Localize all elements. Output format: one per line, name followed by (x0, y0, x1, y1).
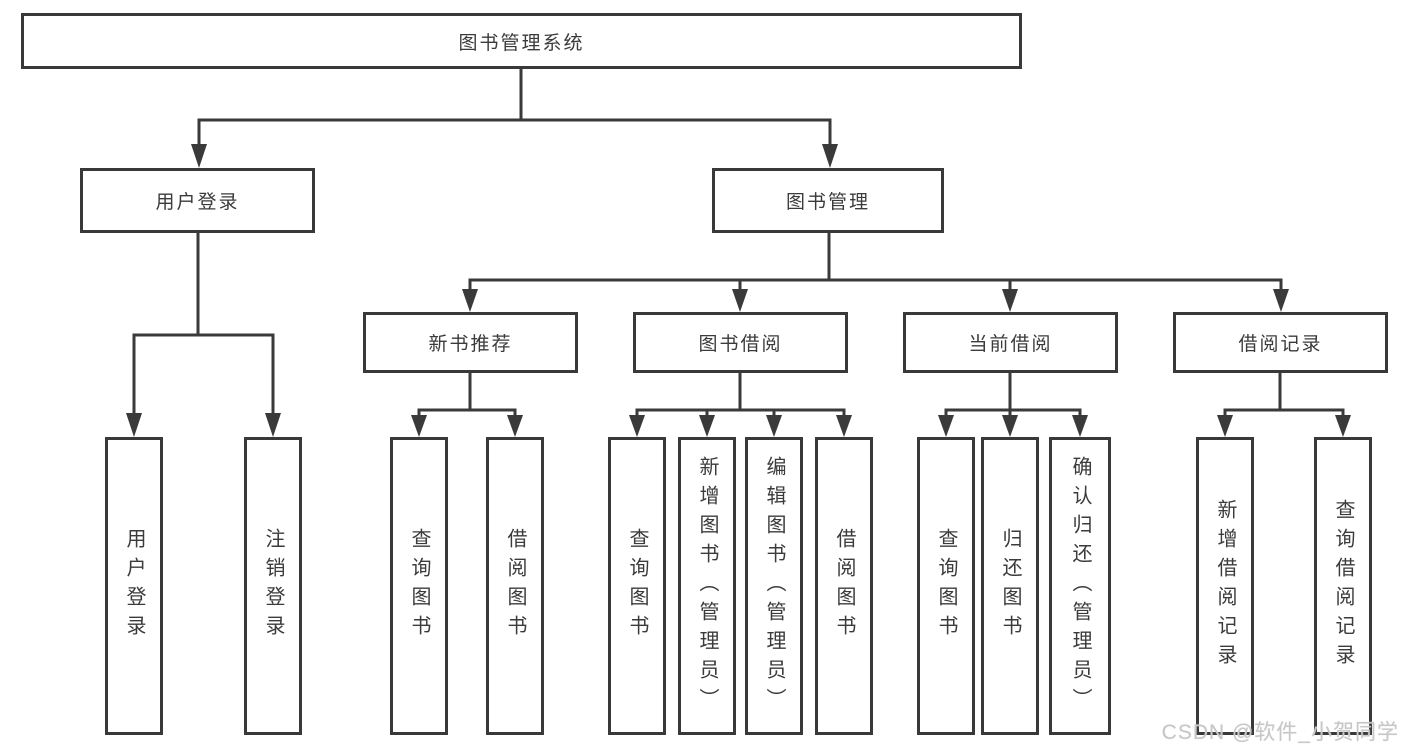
node-leaf-edit-book: 编辑图书（管理员） (745, 437, 803, 735)
csdn-watermark: CSDN @软件_小贺同学 (1161, 721, 1399, 744)
connector-user-login-children (126, 231, 281, 437)
node-label: 图书管理 (785, 192, 870, 213)
node-label: 确认归还（管理员） (1069, 455, 1091, 717)
node-label: 查询图书 (408, 528, 430, 644)
node-leaf-query-borrow-record: 查询借阅记录 (1314, 437, 1372, 735)
node-new-book-recommend: 新书推荐 (363, 312, 578, 373)
node-book-borrow: 图书借阅 (633, 312, 848, 373)
node-book-management: 图书管理 (712, 168, 944, 233)
node-label: 图书借阅 (698, 334, 783, 355)
node-leaf-user-login: 用户登录 (105, 437, 163, 735)
node-label: 归还图书 (999, 528, 1021, 644)
node-label: 查询图书 (626, 528, 648, 644)
node-label: 查询图书 (935, 528, 957, 644)
node-current-borrow: 当前借阅 (903, 312, 1118, 373)
node-label: 编辑图书（管理员） (763, 455, 785, 717)
node-leaf-query-book-1: 查询图书 (390, 437, 448, 735)
node-label: 借阅图书 (504, 528, 526, 644)
node-leaf-add-borrow-record: 新增借阅记录 (1196, 437, 1254, 735)
node-borrow-records: 借阅记录 (1173, 312, 1388, 373)
node-label: 图书管理系统 (458, 32, 585, 54)
node-leaf-confirm-return: 确认归还（管理员） (1049, 437, 1111, 735)
node-leaf-query-book-3: 查询图书 (917, 437, 975, 735)
node-leaf-return-book: 归还图书 (981, 437, 1039, 735)
node-label: 用户登录 (123, 528, 145, 644)
node-leaf-borrow-book-1: 借阅图书 (486, 437, 544, 735)
node-label: 当前借阅 (968, 334, 1053, 355)
node-label: 新增图书（管理员） (696, 455, 718, 717)
node-leaf-logout: 注销登录 (244, 437, 302, 735)
node-library-management-system: 图书管理系统 (21, 13, 1022, 69)
node-label: 用户登录 (155, 192, 240, 213)
connector-level3-children (411, 371, 1351, 437)
node-label: 查询借阅记录 (1332, 499, 1354, 673)
node-label: 借阅记录 (1238, 334, 1323, 355)
node-user-login: 用户登录 (80, 168, 315, 233)
node-leaf-add-book: 新增图书（管理员） (678, 437, 736, 735)
node-label: 新增借阅记录 (1214, 499, 1236, 673)
node-leaf-borrow-book-2: 借阅图书 (815, 437, 873, 735)
node-label: 注销登录 (262, 528, 284, 644)
node-label: 新书推荐 (428, 334, 513, 355)
node-leaf-query-book-2: 查询图书 (608, 437, 666, 735)
node-label: 借阅图书 (833, 528, 855, 644)
connector-root-to-level2 (191, 67, 838, 168)
connector-book-management-children (462, 231, 1289, 312)
